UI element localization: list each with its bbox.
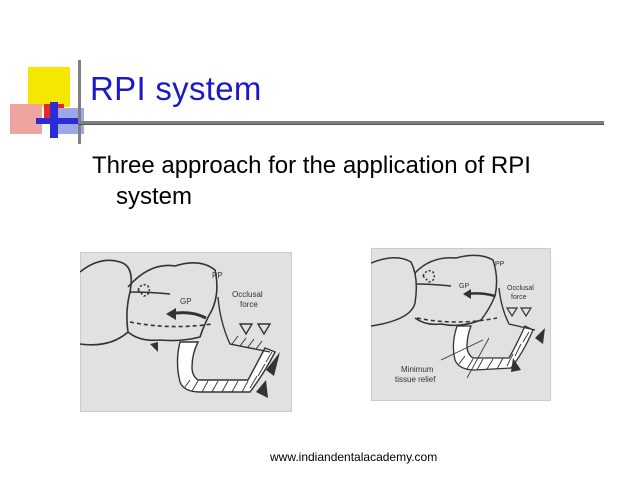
label-force-2-right: force	[511, 294, 527, 301]
label-relief-1-right: Minimum	[401, 365, 434, 374]
figure-right: PP GP Occlusal force Minimum tissue reli…	[370, 248, 551, 401]
body-line-1: Three approach for the application of RP…	[92, 152, 531, 179]
title-vertical-rule	[78, 60, 81, 144]
slide-body: Three approach for the application of RP…	[92, 150, 612, 212]
figure-left: PP GP Occlusal force	[79, 252, 292, 412]
title-underline	[78, 121, 604, 125]
label-pp-right: PP	[495, 261, 505, 268]
footer-website: www.indiandentalacademy.com	[270, 450, 438, 464]
slide-title: RPI system	[90, 70, 262, 107]
label-relief-2-right: tissue relief	[395, 375, 436, 384]
body-line-2: system	[116, 183, 193, 210]
rpi-diagram-left: PP GP Occlusal force	[79, 259, 280, 398]
label-gp-left: GP	[180, 297, 192, 306]
label-gp-right: GP	[459, 283, 469, 290]
label-pp-left: PP	[212, 271, 223, 280]
label-force-1-right: Occlusal	[507, 285, 534, 292]
label-force-2-left: force	[240, 300, 258, 309]
label-force-1-left: Occlusal	[232, 290, 263, 299]
rpi-diagram-right: PP GP Occlusal force Minimum tissue reli…	[370, 254, 545, 384]
